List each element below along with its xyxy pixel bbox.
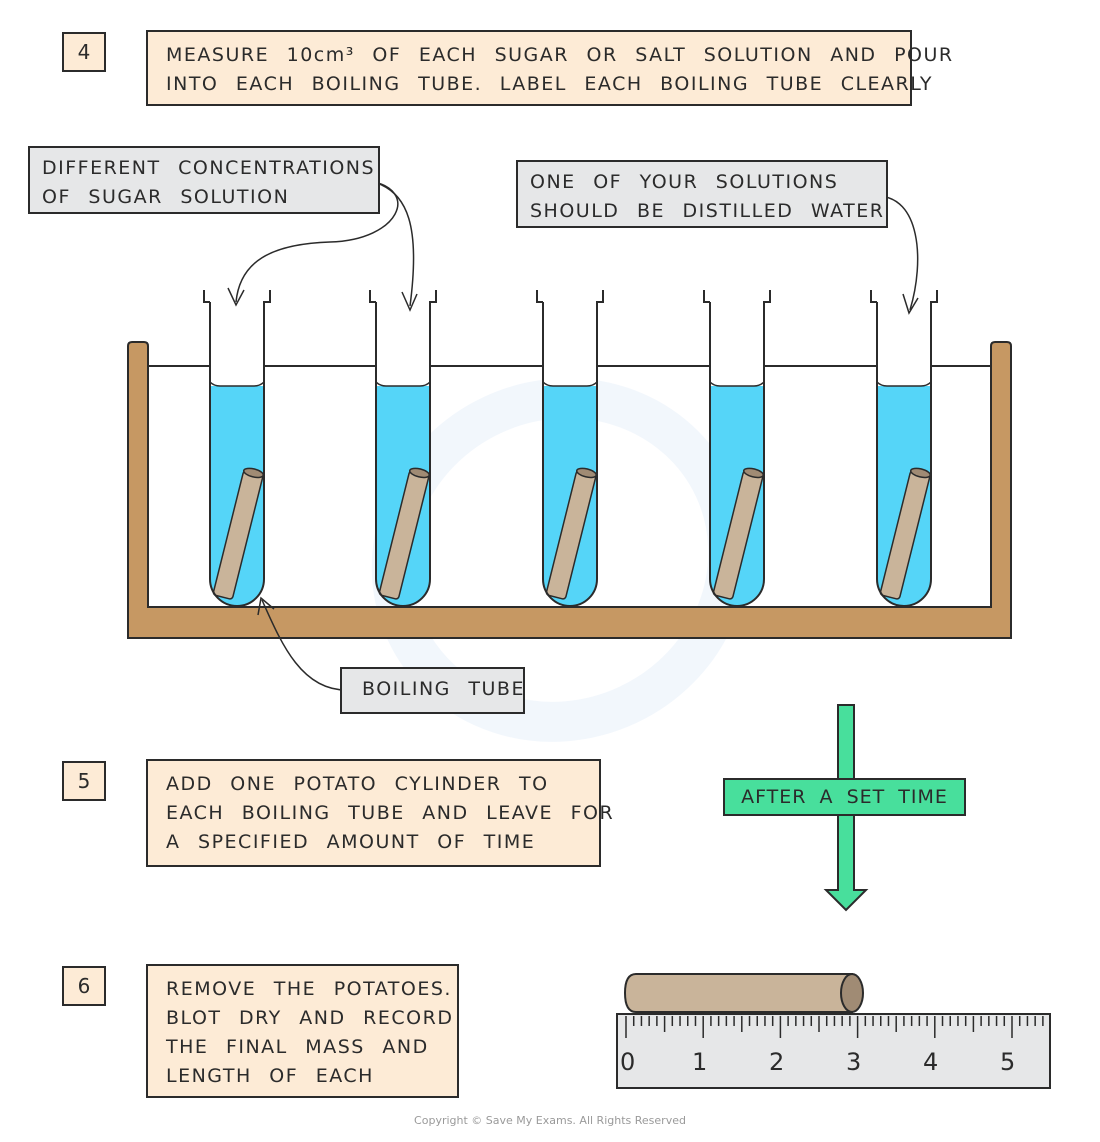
ruler-label-0: 0 [620,1048,636,1076]
step-4-line-1: MEASURE 10cm³ OF EACH SUGAR OR SALT SOLU… [166,44,954,66]
measured-potato-cylinder [623,973,864,1013]
boiling-tube-text: BOILING TUBE [362,678,525,700]
copyright-notice: Copyright © Save My Exams. All Rights Re… [414,1114,686,1127]
concentrations-line-1: DIFFERENT CONCENTRATIONS [42,157,376,179]
step-4-number: 4 [62,32,106,72]
ruler-label-3: 3 [846,1048,862,1076]
ruler-label-4: 4 [923,1048,939,1076]
potato-cylinder-3 [545,467,597,600]
step-5-line-3: A SPECIFIED AMOUNT OF TIME [166,831,536,853]
step-6-instruction: REMOVE THE POTATOES. BLOT DRY AND RECORD… [146,964,459,1098]
boiling-tube-1 [203,290,271,607]
boiling-tube-2 [369,290,437,607]
potato-cylinder-4 [712,467,764,600]
step-6-line-1: REMOVE THE POTATOES. [166,978,452,1000]
step-4-line-2: INTO EACH BOILING TUBE. LABEL EACH BOILI… [166,73,933,95]
arrow-to-tube-bottom [261,599,347,691]
potato-cylinder-1 [212,467,264,600]
concentrations-line-2: OF SUGAR SOLUTION [42,186,290,208]
step-6-line-4: LENGTH OF EACH [166,1065,374,1087]
step-6-line-3: THE FINAL MASS AND [166,1036,429,1058]
ruler-label-1: 1 [692,1048,708,1076]
arrow-to-tube-1 [235,180,399,303]
step-5-instruction: ADD ONE POTATO CYLINDER TO EACH BOILING … [146,759,615,867]
ruler [616,1013,1051,1089]
boiling-tube-3 [536,290,604,607]
arrow-to-tube-2 [369,180,415,307]
step-6-line-2: BLOT DRY AND RECORD [166,1007,454,1029]
distilled-line-1: ONE OF YOUR SOLUTIONS [530,171,839,193]
label-boiling-tube: BOILING TUBE [340,667,525,714]
boiling-tube-4 [703,290,771,607]
tray [127,341,1012,639]
label-distilled-water: ONE OF YOUR SOLUTIONS SHOULD BE DISTILLE… [516,160,888,228]
distilled-line-2: SHOULD BE DISTILLED WATER [530,200,885,222]
step-6-number: 6 [62,966,106,1006]
potato-cylinder-2 [378,467,430,600]
step-5-line-2: EACH BOILING TUBE AND LEAVE FOR [166,802,615,824]
potato-cylinder-5 [879,467,931,600]
step-5-number: 5 [62,761,106,801]
ruler-label-2: 2 [769,1048,785,1076]
label-different-concentrations: DIFFERENT CONCENTRATIONS OF SUGAR SOLUTI… [28,146,380,214]
step-5-line-1: ADD ONE POTATO CYLINDER TO [166,773,549,795]
callout-arrows [227,180,919,691]
ruler-label-5: 5 [1000,1048,1016,1076]
boiling-tube-5 [870,290,938,607]
after-set-time-label: AFTER A SET TIME [723,778,966,816]
step-4-instruction: MEASURE 10cm³ OF EACH SUGAR OR SALT SOLU… [146,30,954,106]
arrow-to-tube-5 [876,195,919,311]
